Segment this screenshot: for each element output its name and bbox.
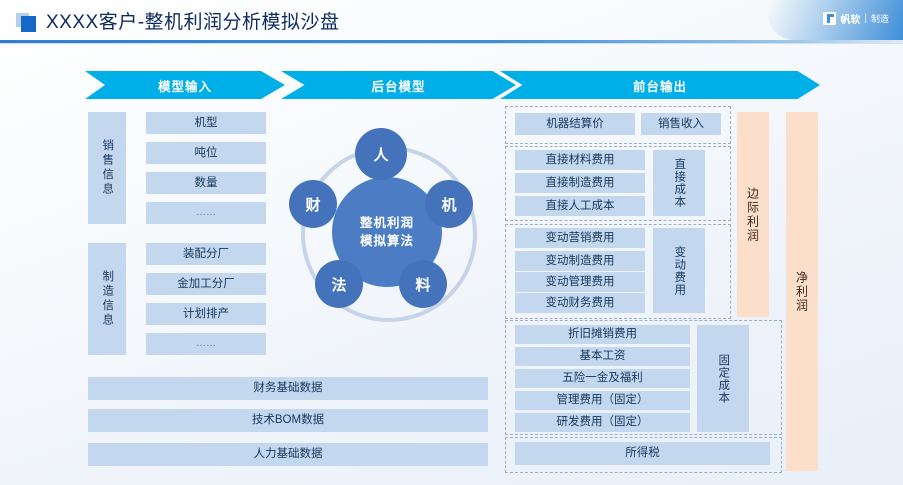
- output-item-direct-manufacturing[interactable]: 直接制造费用: [515, 173, 645, 193]
- input-item-sales-2[interactable]: 数量: [146, 172, 266, 194]
- profit-column-marginal: 边际利润: [737, 112, 769, 317]
- brand-separator: |: [864, 13, 867, 24]
- model-node-liao[interactable]: 料: [399, 260, 447, 308]
- brand-name: 帆软: [840, 15, 861, 26]
- output-group-variable-cost: [505, 224, 731, 319]
- brand-suffix: 制造: [870, 14, 889, 24]
- output-item-variable-marketing[interactable]: 变动营销费用: [515, 228, 645, 248]
- header-divider: [0, 40, 903, 43]
- flow-stage-model[interactable]: 后台模型: [281, 71, 516, 99]
- fanruan-mark-icon: [823, 12, 837, 25]
- flow-stage-input[interactable]: 模型输入: [85, 71, 285, 99]
- output-summary-variable-cost: 变动费用: [653, 228, 705, 313]
- brand-logo: 帆软 | 制造: [768, 0, 903, 40]
- output-item-insurance-benefits[interactable]: 五险一金及福利: [515, 369, 690, 388]
- output-summary-fixed-cost: 固定成本: [697, 325, 749, 432]
- stacked-squares-icon: [16, 13, 38, 33]
- model-node-fa[interactable]: 法: [315, 260, 363, 308]
- input-item-mfg-3[interactable]: ……: [146, 333, 266, 355]
- core-line-2: 模拟算法: [359, 234, 414, 248]
- model-node-cai[interactable]: 财: [289, 180, 337, 228]
- output-item-direct-material[interactable]: 直接材料费用: [515, 150, 645, 170]
- input-group-label-manufacturing: 制造信息: [88, 243, 126, 355]
- base-data-bar-bom[interactable]: 技术BOM数据: [88, 409, 488, 432]
- output-item-income-tax[interactable]: 所得税: [515, 442, 770, 465]
- input-item-sales-1[interactable]: 吨位: [146, 142, 266, 164]
- model-circle-diagram: 整机利润 模拟算法 人 机 料 法 财: [283, 128, 491, 336]
- input-item-mfg-0[interactable]: 装配分厂: [146, 243, 266, 265]
- app-header: XXXX客户-整机利润分析模拟沙盘 帆软 | 制造: [0, 0, 903, 44]
- output-item-sales-revenue[interactable]: 销售收入: [641, 113, 721, 135]
- flow-stage-output[interactable]: 前台输出: [500, 71, 820, 99]
- output-group-direct-cost: [505, 146, 731, 221]
- input-group-label-sales: 销售信息: [88, 112, 126, 224]
- output-group-fixed-cost: [505, 320, 782, 435]
- page-title: XXXX客户-整机利润分析模拟沙盘: [46, 12, 340, 33]
- output-item-base-salary[interactable]: 基本工资: [515, 347, 690, 366]
- output-item-variable-finance[interactable]: 变动财务费用: [515, 293, 645, 313]
- header-divider-thin: [0, 43, 903, 44]
- output-item-direct-labor[interactable]: 直接人工成本: [515, 196, 645, 216]
- input-item-mfg-1[interactable]: 金加工分厂: [146, 273, 266, 295]
- base-data-bar-finance[interactable]: 财务基础数据: [88, 377, 488, 400]
- profit-column-net-label: 净利润: [794, 270, 809, 313]
- model-node-ji[interactable]: 机: [425, 180, 473, 228]
- icon-square-front: [21, 16, 36, 32]
- output-summary-direct-cost: 直接成本: [653, 150, 705, 216]
- output-group-revenue: [505, 106, 731, 144]
- output-item-variable-admin[interactable]: 变动管理费用: [515, 272, 645, 292]
- output-item-admin-fixed[interactable]: 管理费用（固定）: [515, 391, 690, 410]
- output-item-settlement-price[interactable]: 机器结算价: [515, 113, 635, 135]
- output-group-tax: [505, 437, 782, 473]
- input-item-sales-0[interactable]: 机型: [146, 112, 266, 134]
- profit-column-marginal-label: 边际利润: [745, 186, 760, 243]
- profit-column-net: 净利润: [786, 112, 818, 471]
- base-data-bar-hr[interactable]: 人力基础数据: [88, 443, 488, 466]
- input-item-sales-3[interactable]: ……: [146, 202, 266, 224]
- core-line-1: 整机利润: [359, 215, 414, 230]
- output-item-rd-fixed[interactable]: 研发费用（固定）: [515, 413, 690, 432]
- output-item-variable-manufacturing[interactable]: 变动制造费用: [515, 251, 645, 271]
- output-item-depreciation[interactable]: 折旧摊销费用: [515, 325, 690, 344]
- model-node-ren[interactable]: 人: [355, 128, 407, 180]
- input-item-mfg-2[interactable]: 计划排产: [146, 303, 266, 325]
